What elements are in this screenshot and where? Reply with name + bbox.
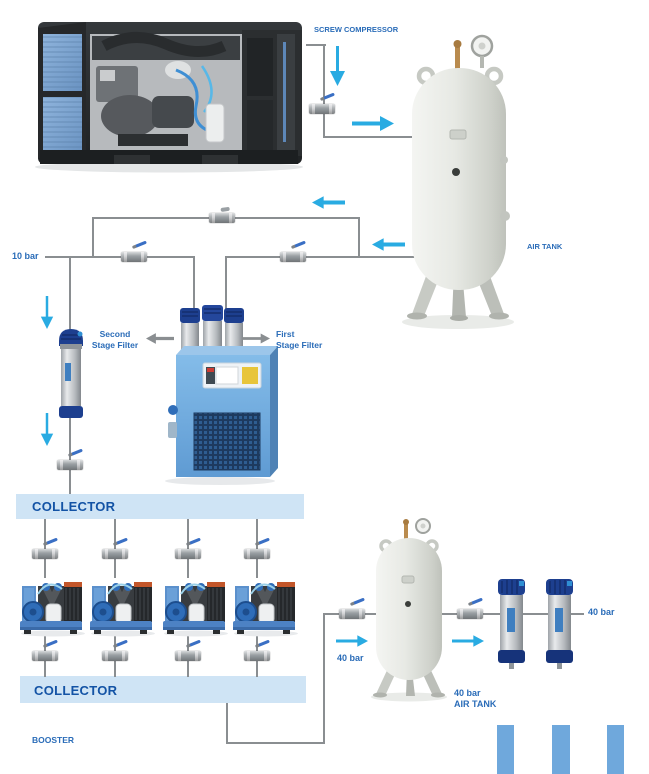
collector-top-label: COLLECTOR xyxy=(32,499,116,514)
pipe-tank-return xyxy=(226,256,420,258)
label-pointer-left-icon xyxy=(146,333,174,344)
pressure-10bar-label: 10 bar xyxy=(12,251,39,261)
booster-label: BOOSTER xyxy=(32,735,75,745)
pipe-compressor-down xyxy=(323,44,325,138)
dryer-grille xyxy=(193,412,261,471)
flow-arrow-left-icon xyxy=(372,238,405,251)
capacity-bar xyxy=(552,725,570,774)
ball-valve-booster1-out-icon xyxy=(32,651,58,661)
ball-valve-main-line-icon xyxy=(121,252,147,262)
ball-valve-bypass-icon xyxy=(209,213,235,223)
first-stage-filter-label-line1: First xyxy=(276,329,295,339)
ball-valve-40bar-tank-out-icon xyxy=(457,609,483,619)
flow-arrow-right-icon xyxy=(352,116,394,131)
air-tank-40bar-label-line1: 40 bar xyxy=(454,688,481,698)
air-tank-10bar-illustration xyxy=(402,34,514,329)
second-stage-filter-label: Second Stage Filter xyxy=(86,329,144,350)
booster-unit-illustration xyxy=(90,582,155,637)
pipe-40bar-line xyxy=(323,613,584,615)
high-pressure-filter-illustration xyxy=(546,579,573,669)
ball-valve-booster3-out-icon xyxy=(175,651,201,661)
collector-bar-top xyxy=(16,494,304,519)
ball-valve-second-stage-icon xyxy=(57,460,83,470)
tank-lug-right xyxy=(484,66,504,86)
dryer-control-panel xyxy=(202,362,262,389)
air-tank-40bar-illustration xyxy=(371,518,447,702)
pipe-compressor-top-stub xyxy=(306,44,326,46)
flow-arrow-down-icon xyxy=(40,296,54,329)
flow-arrow-down-icon xyxy=(40,413,54,446)
ball-valve-compressor-outlet-icon xyxy=(309,104,335,114)
screw-compressor-illustration xyxy=(35,22,303,173)
tank40-gauge xyxy=(403,518,431,540)
pipe-dryer-right-drop xyxy=(225,256,227,310)
pipe-40bar-riser xyxy=(323,613,325,744)
ball-valve-booster2-out-icon xyxy=(102,651,128,661)
dryer-top-face xyxy=(176,346,278,355)
pipe-collector-out-down xyxy=(226,703,228,744)
ball-valve-booster3-in-icon xyxy=(175,549,201,559)
pipe-compressor-to-tank xyxy=(323,136,419,138)
air-tank-40bar-label-line2: AIR TANK xyxy=(454,698,497,709)
flow-arrow-left-icon xyxy=(312,196,345,209)
second-stage-filter-label-line2: Stage Filter xyxy=(91,339,139,350)
second-stage-filter-label-line1: Second xyxy=(99,329,131,339)
pressure-40bar-outlet-label: 40 bar xyxy=(588,607,615,617)
pipe-bypass-left-riser xyxy=(92,217,94,258)
pipe-dryer-left-drop xyxy=(193,256,195,310)
collector-bar-bottom xyxy=(20,676,306,703)
pressure-40bar-inlet-label: 40 bar xyxy=(337,653,364,663)
flow-arrow-down-icon xyxy=(330,46,345,86)
pipe-main-left xyxy=(45,256,195,258)
air-dryer-illustration xyxy=(165,305,278,485)
ball-valve-booster2-in-icon xyxy=(102,549,128,559)
high-pressure-filter-illustration xyxy=(498,579,525,669)
first-stage-filter-label-line2: Stage Filter xyxy=(276,339,323,350)
collector-bottom-label: COLLECTOR xyxy=(34,683,118,698)
booster-unit-illustration xyxy=(20,582,85,637)
tank-gauge xyxy=(453,34,494,70)
dryer-top-filter-housings xyxy=(180,305,244,354)
air-tank-40bar-label: 40 bar AIR TANK xyxy=(454,688,496,709)
booster-unit-illustration xyxy=(233,582,298,637)
ball-valve-tank-return-icon xyxy=(280,252,306,262)
capacity-bar xyxy=(497,725,514,774)
compressor-right-cabinet xyxy=(242,30,302,156)
ball-valve-40bar-tank-in-icon xyxy=(339,609,365,619)
flow-arrow-right-icon xyxy=(452,635,484,647)
dryer-side-fitting xyxy=(168,405,178,415)
tank40-body xyxy=(376,538,442,680)
label-pointer-right-icon xyxy=(242,333,270,344)
dryer-side-face xyxy=(270,346,278,477)
booster-unit-illustration xyxy=(163,582,228,637)
tank-body xyxy=(412,68,506,290)
flow-arrow-right-icon xyxy=(336,635,368,647)
pipe-collector-out-horiz xyxy=(226,742,325,744)
compressor-machinery-bay xyxy=(90,31,242,152)
screw-compressor-label: SCREW COMPRESSOR xyxy=(314,25,399,34)
ball-valve-booster4-in-icon xyxy=(244,549,270,559)
first-stage-filter-label: First Stage Filter xyxy=(276,329,328,350)
inline-filter-illustration xyxy=(59,329,83,418)
ball-valve-booster4-out-icon xyxy=(244,651,270,661)
air-tank-label: AIR TANK xyxy=(527,242,563,251)
capacity-bar xyxy=(607,725,624,774)
compressor-grille-panels xyxy=(43,34,82,156)
pipe-bypass-right-riser xyxy=(358,217,360,258)
ball-valve-booster1-in-icon xyxy=(32,549,58,559)
